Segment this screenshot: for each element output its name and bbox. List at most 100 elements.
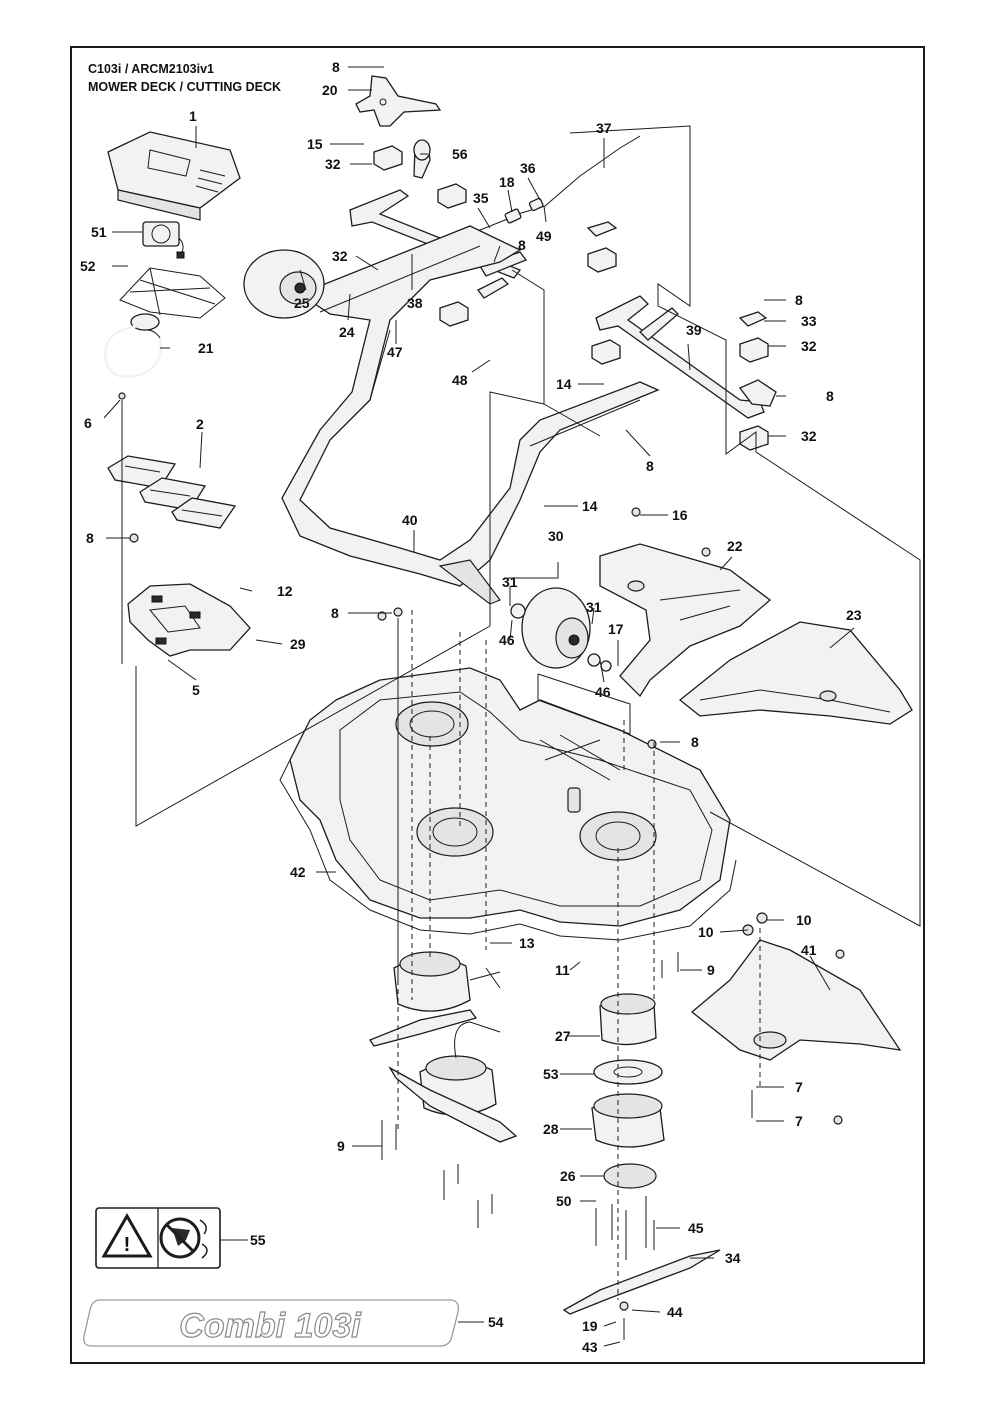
callout-1: 1 <box>189 108 197 124</box>
callout-5: 5 <box>192 682 200 698</box>
callout-14: 14 <box>556 376 572 392</box>
part-front-wheel <box>510 587 612 672</box>
callout-6: 6 <box>84 415 92 431</box>
drawing-frame <box>70 46 925 1364</box>
callout-12: 12 <box>277 583 293 599</box>
part-mower-deck <box>279 667 737 941</box>
callout-8: 8 <box>795 292 803 308</box>
callout-14: 14 <box>582 498 598 514</box>
part-height-lever <box>413 139 431 179</box>
callout-8: 8 <box>331 605 339 621</box>
callout-11: 11 <box>555 962 570 978</box>
callout-2: 2 <box>196 416 204 432</box>
leader-lines <box>103 66 855 1347</box>
model-decal: Combi 103i <box>83 1299 459 1347</box>
callout-47: 47 <box>387 344 403 360</box>
model-decal-text: Combi 103i <box>179 1307 362 1345</box>
callout-37: 37 <box>596 120 612 136</box>
callout-32: 32 <box>325 156 341 172</box>
callout-46: 46 <box>499 632 515 648</box>
part-electronics-cover <box>107 131 241 221</box>
callout-10: 10 <box>796 912 812 928</box>
part-blade-hub <box>591 1093 665 1189</box>
no-hands-blade-icon <box>159 1217 208 1259</box>
callout-15: 15 <box>307 136 323 152</box>
callout-26: 26 <box>560 1168 576 1184</box>
part-motor-right <box>599 993 657 1046</box>
callout-52: 52 <box>80 258 96 274</box>
part-motor-left-lower <box>388 1021 518 1143</box>
callout-42: 42 <box>290 864 306 880</box>
callout-38: 38 <box>407 295 423 311</box>
part-mounting-plate <box>127 583 251 657</box>
part-control-boards <box>107 455 237 529</box>
callout-27: 27 <box>555 1028 571 1044</box>
callout-34: 34 <box>725 1250 741 1266</box>
callout-53: 53 <box>543 1066 559 1082</box>
callout-8: 8 <box>86 530 94 546</box>
svg-text:!: ! <box>124 1234 131 1256</box>
guide-lines <box>121 125 921 1300</box>
callout-17: 17 <box>608 621 624 637</box>
callout-21: 21 <box>198 340 214 356</box>
part-chassis-frame <box>281 225 660 605</box>
callout-45: 45 <box>688 1220 704 1236</box>
callout-numbers: 8 20 1 15 56 32 37 36 18 35 49 8 51 32 5… <box>80 59 862 1355</box>
callout-23: 23 <box>846 607 862 623</box>
callout-18: 18 <box>499 174 515 190</box>
part-upper-cover <box>599 543 772 698</box>
callout-50: 50 <box>556 1193 572 1209</box>
callout-31: 31 <box>502 574 518 590</box>
part-lift-bracket <box>355 75 442 127</box>
callout-8: 8 <box>518 237 526 253</box>
callout-49: 49 <box>536 228 552 244</box>
callout-32: 32 <box>801 428 817 444</box>
part-blocks <box>373 145 777 451</box>
warning-triangle-icon: ! <box>101 1212 153 1258</box>
part-rear-wheel <box>243 249 325 319</box>
callout-13: 13 <box>519 935 535 951</box>
part-wiring-harness <box>103 267 226 379</box>
callout-33: 33 <box>801 313 817 329</box>
callout-30: 30 <box>548 528 564 544</box>
callout-56: 56 <box>452 146 468 162</box>
callout-22: 22 <box>727 538 743 554</box>
callout-40: 40 <box>402 512 418 528</box>
callout-20: 20 <box>322 82 338 98</box>
part-cooling-fan <box>142 221 185 259</box>
callout-48: 48 <box>452 372 468 388</box>
callout-51: 51 <box>91 224 107 240</box>
callout-8: 8 <box>332 59 340 75</box>
part-deflector <box>690 939 902 1061</box>
callout-8: 8 <box>646 458 654 474</box>
warning-label: ! <box>95 1207 221 1269</box>
callout-8: 8 <box>691 734 699 750</box>
part-motor-bracket <box>593 1059 663 1085</box>
callout-44: 44 <box>667 1304 683 1320</box>
callout-28: 28 <box>543 1121 559 1137</box>
part-motor-left-upper <box>369 951 501 1047</box>
callout-9: 9 <box>337 1138 345 1154</box>
callout-7: 7 <box>795 1113 803 1129</box>
callout-29: 29 <box>290 636 306 652</box>
callout-55: 55 <box>250 1232 266 1248</box>
callout-32: 32 <box>332 248 348 264</box>
callout-10: 10 <box>698 924 714 940</box>
callout-35: 35 <box>473 190 489 206</box>
part-blade <box>562 1249 721 1315</box>
callout-24: 24 <box>339 324 355 340</box>
model-code: C103i / ARCM2103iv1 <box>88 62 214 76</box>
section-title: MOWER DECK / CUTTING DECK <box>88 80 282 94</box>
callout-39: 39 <box>686 322 702 338</box>
callout-46: 46 <box>595 684 611 700</box>
callout-7: 7 <box>795 1079 803 1095</box>
callout-8: 8 <box>826 388 834 404</box>
part-spring-rod <box>469 135 641 241</box>
callout-19: 19 <box>582 1318 598 1334</box>
part-lower-cover <box>678 621 913 725</box>
callout-9: 9 <box>707 962 715 978</box>
callout-43: 43 <box>582 1339 598 1355</box>
callout-31: 31 <box>586 599 602 615</box>
callout-32: 32 <box>801 338 817 354</box>
